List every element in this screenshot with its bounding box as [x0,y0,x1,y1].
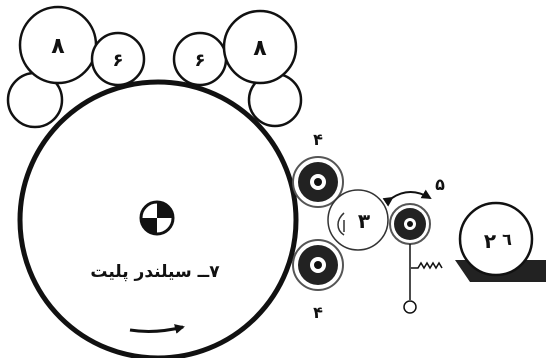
label-plate-cylinder: ۷ــ سیلندر پلیت [90,262,220,282]
label-transfer-roller: ۳ [358,209,370,233]
label-vibrator-right: ۶ [195,50,206,71]
label-fountain-marker: ٦ [502,230,512,249]
label-dampening-roller-bottom: ۴ [313,303,323,322]
ductor-swing-arrow [382,189,432,207]
label-form-roller-left: ۸ [51,34,65,59]
ductor-pivot [403,300,417,314]
ductor-spring [411,261,443,270]
label-fountain-roller: ۲ [484,229,496,253]
dampening-roller-top [292,156,344,208]
label-dampening-roller-top: ۴ [313,130,323,149]
fountain-roller [458,201,534,277]
vibrator-left [90,31,146,87]
label-ductor-roller: ۵ [435,175,445,194]
cylinder-center-icon [139,200,175,236]
label-form-roller-right: ۸ [253,36,267,61]
label-vibrator-left: ۶ [113,50,124,71]
form-roller-right [222,9,298,85]
dampening-roller-bottom [292,239,344,291]
ductor-roller [389,203,431,245]
rotation-arrow [129,324,185,334]
transfer-roller-detail [337,212,345,236]
